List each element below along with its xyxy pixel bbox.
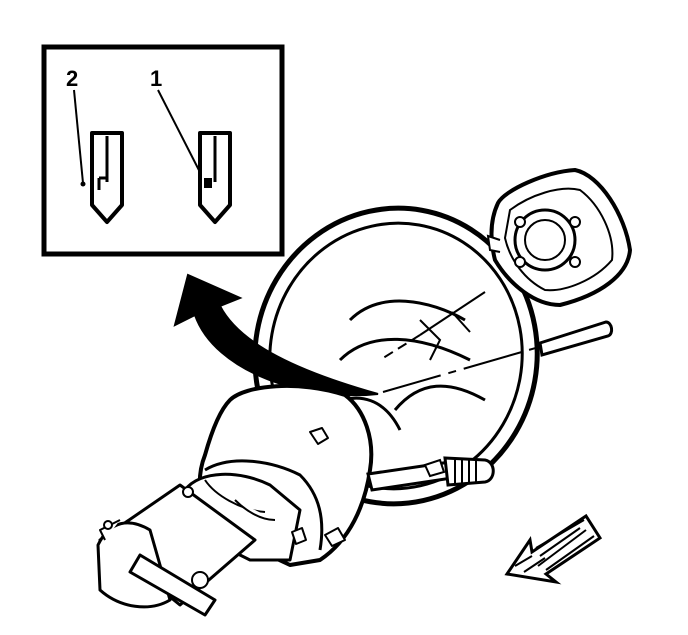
release-tool <box>538 320 614 357</box>
callout-2-leader <box>73 89 84 184</box>
callout-2-label: 2 <box>66 66 78 91</box>
detail-inset: 2 1 <box>41 44 285 257</box>
clip-variant-2 <box>90 131 124 224</box>
turn-signal-lever <box>366 456 495 492</box>
steering-column <box>96 383 374 617</box>
airbag-module <box>486 167 633 308</box>
rotation-arrow <box>173 273 379 397</box>
callout-1-leader <box>157 89 206 183</box>
callout-1-label: 1 <box>150 66 162 91</box>
callout-2-dot <box>80 181 86 187</box>
direction-arrow <box>504 513 603 585</box>
clip-variant-1 <box>198 131 232 224</box>
